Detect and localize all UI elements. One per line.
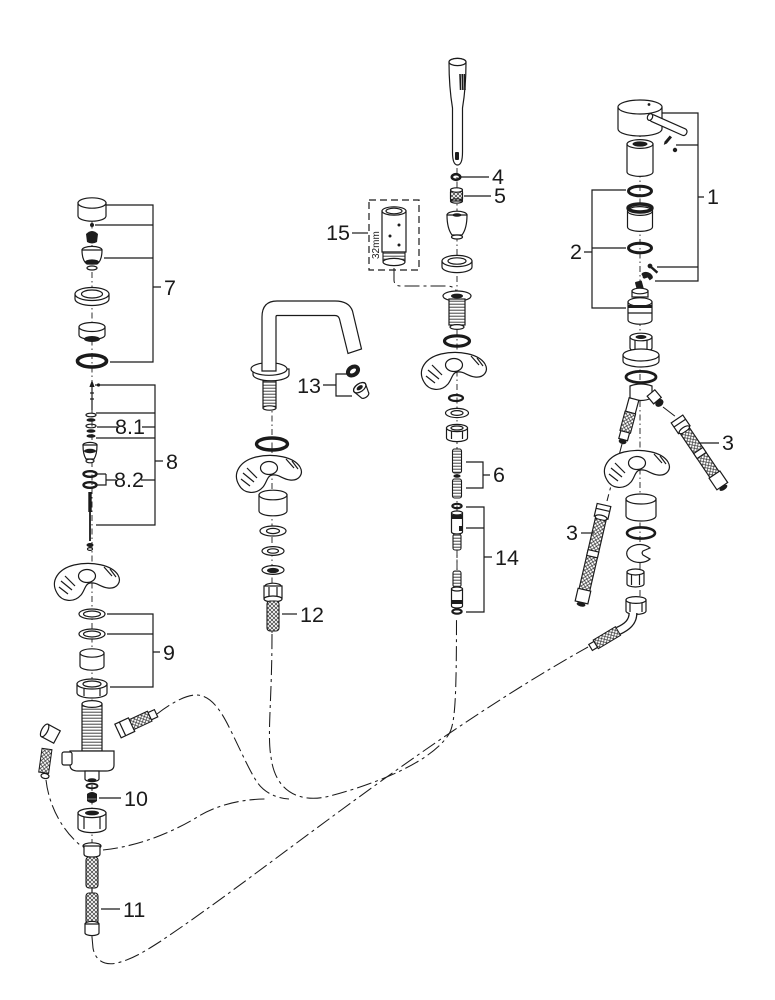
callout-5: 5 <box>494 184 506 208</box>
part10-check-valve <box>85 782 99 803</box>
right-valve-body <box>618 332 664 445</box>
callout-8-2: 8.2 <box>114 468 144 492</box>
part1-handle-assembly <box>617 99 688 177</box>
part9-mounting-set <box>53 562 120 699</box>
bracket-7 <box>95 204 161 363</box>
part5-filter-insert <box>449 187 464 204</box>
callout-3-left: 3 <box>566 521 578 545</box>
handshower-holder-column <box>420 210 487 443</box>
bracket-2 <box>584 189 626 309</box>
clip-icon <box>641 271 653 281</box>
o-ring-icon <box>254 436 290 452</box>
callout-7: 7 <box>164 276 176 300</box>
chain-left-elbow-to-hose11 <box>45 779 92 851</box>
retaining-clip-icon <box>626 543 652 564</box>
bracket-9 <box>107 613 160 688</box>
o-ring-icon <box>447 393 465 403</box>
o-ring-icon <box>627 184 653 198</box>
bracket-1 <box>655 112 704 282</box>
chain-hose11-top-right <box>102 798 268 851</box>
callout-8-1: 8.1 <box>115 415 145 439</box>
o-ring-icon <box>627 241 653 255</box>
o-ring-icon <box>85 782 99 790</box>
callout-8: 8 <box>166 450 178 474</box>
o-ring-icon <box>75 353 109 369</box>
callout-labels: 1 2 3 3 4 5 6 7 8 8.1 8.2 9 10 11 12 13 … <box>114 165 734 922</box>
hose-routing-chain-lines <box>45 268 677 965</box>
spray-face-icon <box>459 73 466 91</box>
o-ring-icon <box>82 481 98 490</box>
escutcheon-horn-icon <box>235 454 302 494</box>
valve-left-outlet <box>618 396 640 445</box>
o-ring-icon <box>442 334 472 348</box>
o-ring-icon <box>82 470 98 479</box>
o-ring-icon <box>451 502 463 510</box>
knurled-ring-icon <box>626 202 654 214</box>
part6-threaded-rods <box>451 448 463 499</box>
callout-10: 10 <box>124 787 148 811</box>
part11-supply-hose <box>77 807 107 937</box>
dashed-option-box <box>368 199 420 271</box>
callout-14: 14 <box>495 546 519 570</box>
spout-assembly <box>250 300 363 452</box>
set-screw-icon <box>663 135 673 145</box>
leader-8-2 <box>97 473 155 486</box>
part8-diverter-assembly <box>82 380 101 551</box>
part14-hose-coupling-set <box>450 502 464 615</box>
bracket-13 <box>323 373 352 397</box>
left-valve-body <box>38 699 159 783</box>
part2-cartridge-set <box>626 184 659 325</box>
chain-middle-to-center <box>268 615 458 799</box>
callout-2: 2 <box>570 240 582 264</box>
lever-icon <box>646 113 688 137</box>
spout-tube <box>261 300 363 372</box>
part3-hose-right <box>670 414 729 491</box>
callout-9: 9 <box>163 641 175 665</box>
bracket-6 <box>466 461 490 489</box>
o-ring-icon <box>625 526 657 540</box>
callout-12: 12 <box>300 603 324 627</box>
chain-hose11-to-elbow <box>91 646 589 965</box>
bracket-8 <box>95 384 163 526</box>
dimension-label: 32mm <box>371 231 382 259</box>
screw-icon <box>647 263 659 274</box>
callout-6: 6 <box>493 463 505 487</box>
part3-hose-left <box>574 502 612 607</box>
part13-mousseur <box>345 364 370 399</box>
bracket-14 <box>466 506 492 613</box>
callout-13: 13 <box>297 374 321 398</box>
callout-leaders <box>95 112 719 910</box>
escutcheon-horn-icon <box>420 351 487 391</box>
chain-valve-right-stub <box>662 406 677 418</box>
callout-3-right: 3 <box>722 431 734 455</box>
part12-spout-mounting <box>235 454 302 632</box>
handshower-wand <box>448 57 467 166</box>
chain-box15-to-column <box>393 268 458 294</box>
callout-11: 11 <box>123 898 145 922</box>
right-mounting-column <box>587 449 670 652</box>
callout-4: 4 <box>492 165 504 189</box>
part4-o-ring <box>450 172 462 182</box>
elbow-fitting-icon <box>39 723 62 744</box>
escutcheon-horn-icon <box>603 449 670 489</box>
part15-extension-kit: 32mm <box>368 199 420 271</box>
o-ring-icon <box>451 608 463 615</box>
chain-from-left-valve-fitting <box>156 694 290 800</box>
screw-icon <box>90 223 94 227</box>
compression-fitting-icon <box>114 708 159 739</box>
cartridge-icon <box>627 275 653 325</box>
part7-pop-up-assembly <box>74 197 110 369</box>
valve-right-outlet <box>646 388 664 407</box>
o-ring-icon <box>624 369 658 384</box>
o-ring-icon <box>450 172 462 182</box>
knob-icon <box>86 231 98 244</box>
centerlines <box>91 131 641 938</box>
callout-15: 15 <box>326 221 350 245</box>
escutcheon-horn-icon <box>53 562 120 602</box>
callout-1: 1 <box>707 185 719 209</box>
